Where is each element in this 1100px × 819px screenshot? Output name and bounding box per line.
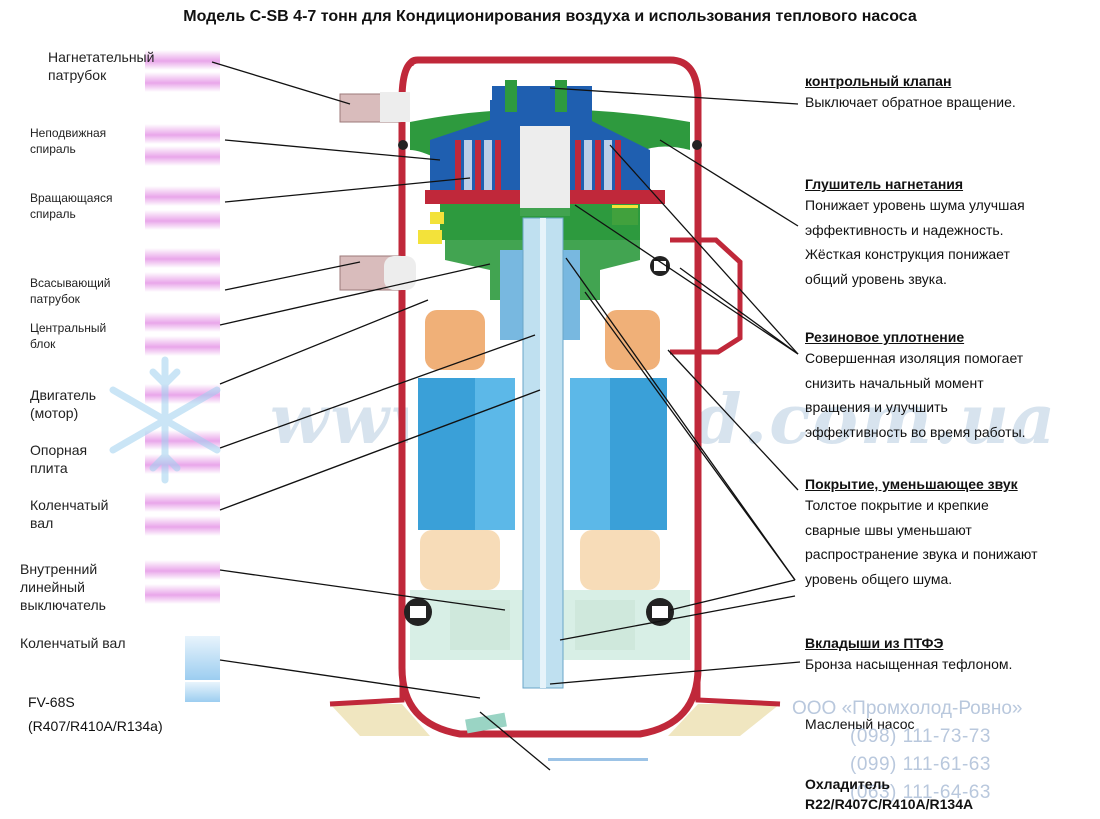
label-highlight (145, 492, 220, 512)
phone-2: (099) 111-61-63 (850, 754, 991, 775)
label-highlight (145, 272, 220, 292)
check-valve-pin (555, 80, 567, 112)
winding-top-left (425, 310, 485, 370)
leader-lines (211, 61, 801, 771)
label-highlight (145, 336, 220, 356)
snowflake-icon (109, 356, 221, 484)
label-highlight (145, 146, 220, 166)
label-motor: Двигатель (мотор) (30, 387, 97, 421)
label-highlight (145, 210, 220, 230)
label-discharge: Нагнетательный патрубок (48, 49, 155, 83)
label-highlight (145, 248, 220, 268)
company-name: ООО «Промхолод-Ровно» (792, 698, 1023, 719)
label-orbiting-scroll: Вращающаяся спираль (30, 191, 113, 221)
label-highlight (145, 584, 220, 604)
label-highlight (145, 124, 220, 144)
label-highlight (145, 312, 220, 332)
label-highlight (145, 560, 220, 580)
model-refrigerants: (R407/R410A/R134a) (28, 718, 163, 734)
label-highlight (185, 636, 220, 680)
terminal-box (670, 237, 743, 355)
check-valve-pin (505, 80, 517, 112)
diagram-title: Модель C-SB 4-7 тонн для Кондиционирован… (183, 8, 917, 25)
label-fixed-scroll: Неподвижная спираль (30, 126, 107, 156)
label-suction: Всасывающий патрубок (30, 276, 111, 306)
label-highlight (145, 50, 220, 70)
label-internal-switch: Внутренний линейный выключатель (20, 561, 106, 613)
scroll-center (520, 126, 570, 216)
foot-left (330, 704, 430, 736)
label-oil-pump: Масленый насос (805, 716, 915, 732)
label-highlight (145, 186, 220, 206)
label-highlight (185, 682, 220, 702)
oil-pump (465, 712, 507, 734)
label-highlight (145, 72, 220, 92)
model-name: FV-68S (28, 694, 75, 710)
label-crankshaft-2: Коленчатый вал (20, 635, 126, 651)
phone-1: (098) 111-73-73 (850, 726, 991, 747)
label-central-block: Центральный блок (30, 321, 107, 351)
winding-bottom-right (580, 530, 660, 590)
rubber-seal-grommets (398, 140, 702, 626)
foot-right (668, 704, 780, 736)
scroll-wraps (455, 140, 621, 190)
winding-bottom-left (420, 530, 500, 590)
winding-top-right (605, 310, 660, 370)
motor-stator (418, 378, 667, 530)
phone-3: (063) 111-64-63 (850, 782, 991, 803)
label-crankshaft: Коленчатый вал (30, 497, 109, 531)
label-base-plate: Опорная плита (30, 442, 88, 476)
label-highlight (145, 516, 220, 536)
